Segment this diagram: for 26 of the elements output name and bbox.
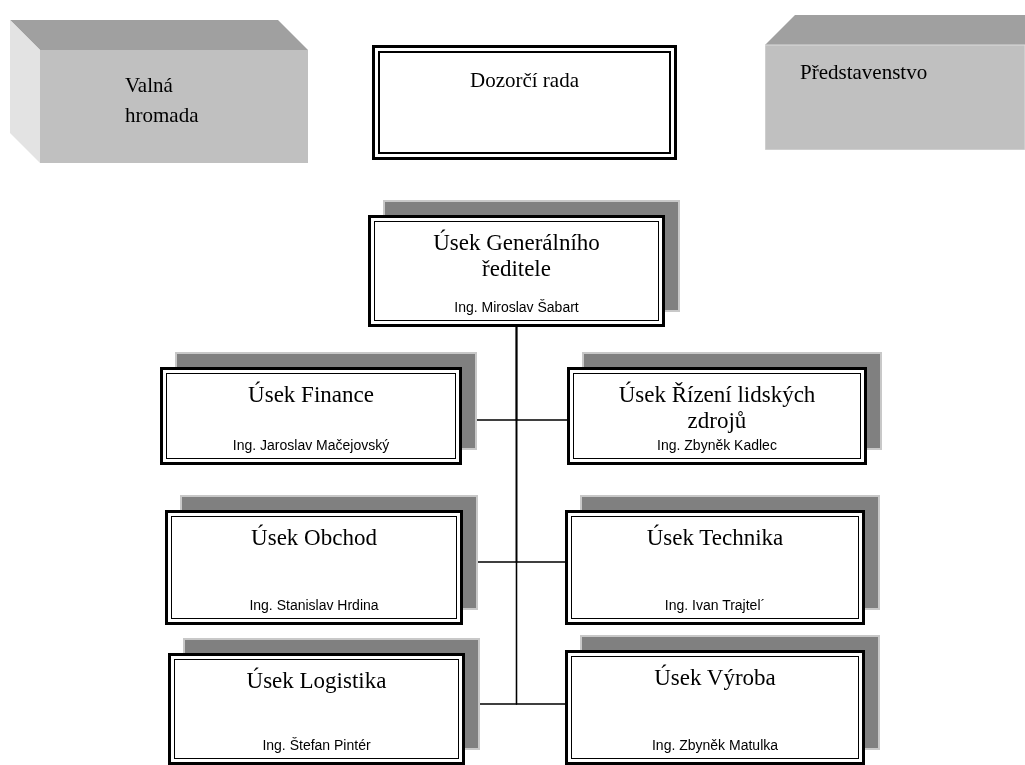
department-box — [565, 635, 880, 765]
department-title: Úsek Technika — [646, 525, 784, 552]
head-name: Ing. Stanislav Hrdina — [249, 596, 379, 614]
head-name: Ing. Zbyněk Matulka — [651, 736, 779, 754]
department-title: Úsek Generálního ředitele — [432, 230, 601, 283]
department-box — [160, 352, 477, 465]
department-box — [565, 495, 880, 625]
body-name: Dozorčí rada — [470, 67, 579, 94]
body-name: Valná hromada — [125, 72, 200, 130]
department-title: Úsek Finance — [248, 382, 374, 409]
department-title: Úsek Výroba — [654, 665, 776, 692]
body-name: Představenstvo — [800, 59, 929, 86]
department-title: Úsek Řízení lidských zdrojů — [617, 382, 817, 435]
department-box — [168, 638, 480, 765]
department-box — [567, 352, 882, 465]
board-box — [372, 45, 677, 160]
department-box — [165, 495, 478, 625]
department-title: Úsek Obchod — [251, 525, 377, 552]
department-title: Úsek Logistika — [246, 668, 387, 695]
head-name: Ing. Štefan Pintér — [262, 736, 371, 754]
head-name: Ing. Zbyněk Kadlec — [657, 436, 777, 454]
head-name: Ing. Ivan Trajtel´ — [664, 596, 766, 614]
head-name: Ing. Jaroslav Mačejovský — [232, 436, 390, 454]
head-name: Ing. Miroslav Šabart — [454, 298, 579, 316]
department-box — [368, 200, 680, 327]
connector-line — [515, 326, 566, 705]
